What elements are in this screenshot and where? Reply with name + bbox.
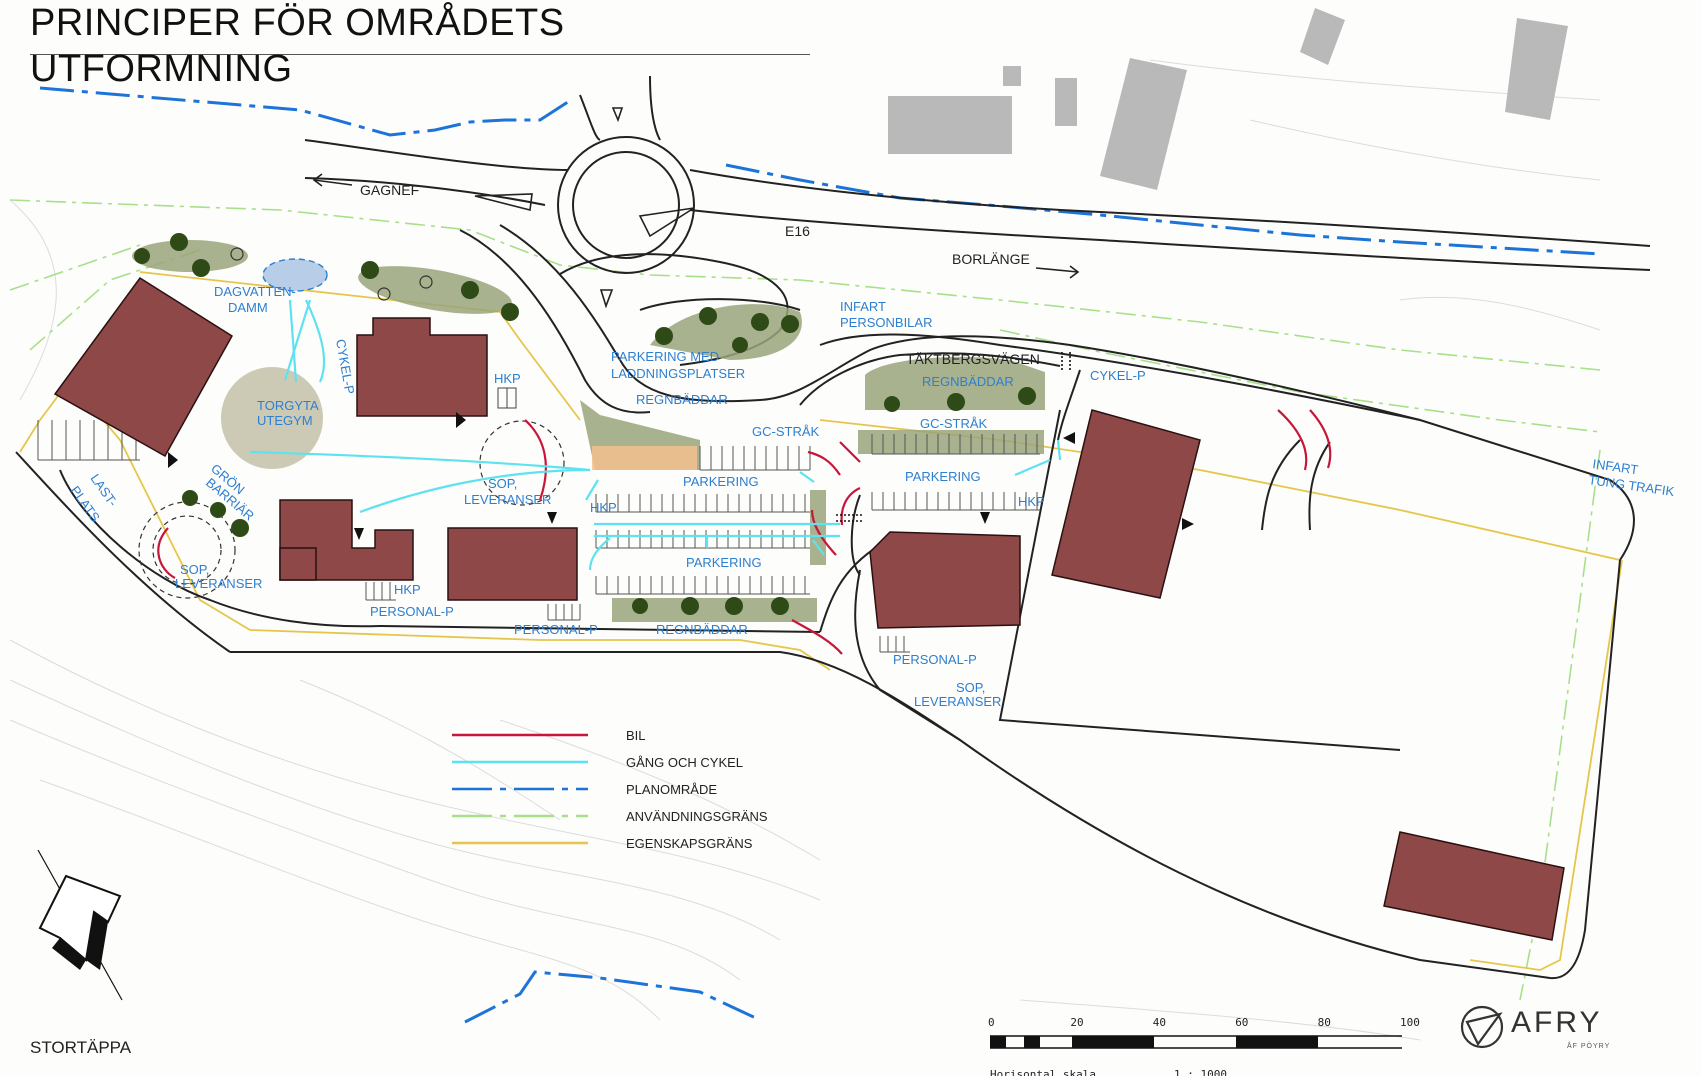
plan-area-lines — [39, 86, 1601, 1024]
label-cykel-p-east: CYKEL-P — [1090, 368, 1146, 383]
new-buildings — [53, 276, 1565, 941]
logo-subtext: ÅF PÖYRY — [1567, 1043, 1611, 1050]
label-gc-strak-c: GC-STRÅK — [752, 424, 820, 439]
afry-logo-icon — [1460, 1005, 1504, 1049]
label-sop-sw-2: LEVERANSER — [175, 576, 262, 591]
label-utegym: UTEGYM — [257, 413, 313, 428]
label-dagvattendamm-2: DAMM — [228, 300, 268, 315]
label-parkering-c1: PARKERING — [683, 474, 759, 489]
label-sop-east-1: SOP, — [956, 680, 985, 695]
legend-item: GÅNG OCH CYKEL — [452, 755, 743, 770]
scale-tick-label: 40 — [1153, 1016, 1166, 1029]
existing-buildings — [888, 8, 1568, 190]
traffic-islands — [474, 107, 695, 309]
label-hkp-c: HKP — [590, 500, 617, 515]
label-personal-p-sw: PERSONAL-P — [370, 604, 454, 619]
label-regnbaddar-e: REGNBÄDDAR — [922, 374, 1014, 389]
label-hkp-e: HKP — [1018, 494, 1045, 509]
north-arrow-icon — [37, 849, 123, 1001]
scale-tick-label: 60 — [1235, 1016, 1248, 1029]
label-infart-tung-1: INFART — [1592, 456, 1640, 477]
label-parkering-e: PARKERING — [905, 469, 981, 484]
scale-bar: Horisontal skala 1 : 1000 0 20 40 60 80 100 — [988, 1016, 1420, 1076]
entrance-markers — [168, 412, 1194, 540]
road-label-e16: E16 — [785, 223, 810, 239]
label-torgyta: TORGYTA — [257, 398, 319, 413]
label-hkp-sw: HKP — [394, 582, 421, 597]
legend: BIL GÅNG OCH CYKEL PLANOMRÅDE ANVÄNDNINGSGR… — [452, 728, 768, 851]
label-sop-sw-1: SOP, — [180, 562, 209, 577]
label-cykel-p-west: CYKEL-P — [333, 338, 357, 395]
label-parkering-c2: PARKERING — [686, 555, 762, 570]
road-network — [15, 75, 1651, 980]
legend-label: ANVÄNDNINGSGRÄNS — [626, 809, 768, 824]
label-hkp-north: HKP — [494, 371, 521, 386]
label-sop-east-2: LEVERANSER — [914, 694, 1001, 709]
label-dagvattendamm-1: DAGVATTEN- — [214, 284, 296, 299]
legend-item: BIL — [452, 728, 646, 743]
stormwater-pond — [262, 258, 328, 292]
footer-label: STORTÄPPA — [30, 1038, 132, 1057]
label-personal-p-e: PERSONAL-P — [893, 652, 977, 667]
terrain-contours — [9, 59, 1601, 1041]
scale-caption: Horisontal skala — [990, 1068, 1096, 1076]
scale-tick-label: 20 — [1070, 1016, 1083, 1029]
road-label-gagnef: GAGNEF — [360, 182, 419, 198]
road-label-borlange: BORLÄNGE — [952, 251, 1030, 267]
scale-tick-label: 80 — [1318, 1016, 1331, 1029]
legend-item: EGENSKAPSGRÄNS — [452, 836, 753, 851]
scale-tick-label: 100 — [1400, 1016, 1420, 1029]
label-parkering-ladd-1: PARKERING MED — [611, 349, 719, 364]
charging-parking-area — [592, 446, 697, 470]
road-label-taktbergsvagen: TÄKTBERGSVÄGEN — [906, 351, 1040, 367]
parking-rows — [37, 387, 1040, 653]
legend-item: ANVÄNDNINGSGRÄNS — [452, 809, 768, 824]
label-infart-pb-1: INFART — [840, 299, 886, 314]
label-infart-pb-2: PERSONBILAR — [840, 315, 932, 330]
legend-label: PLANOMRÅDE — [626, 782, 717, 797]
logo-wordmark: AFRY — [1511, 1006, 1603, 1039]
legend-label: BIL — [626, 728, 646, 743]
trees — [134, 233, 1036, 615]
legend-label: GÅNG OCH CYKEL — [626, 755, 743, 770]
plaza-utegym — [221, 367, 323, 469]
scale-ratio: 1 : 1000 — [1174, 1068, 1227, 1076]
label-sop-west-2: LEVERANSER — [464, 492, 551, 507]
walk-cycle-arrows — [249, 299, 1062, 571]
label-parkering-ladd-2: LADDNINGSPLATSER — [611, 366, 745, 381]
label-gc-strak-e: GC-STRÅK — [920, 416, 988, 431]
crosswalks — [836, 352, 1071, 522]
road-direction-arrows — [312, 173, 1080, 279]
legend-label: EGENSKAPSGRÄNS — [626, 836, 753, 851]
scale-tick-label: 0 — [988, 1016, 995, 1029]
legend-item: PLANOMRÅDE — [452, 782, 717, 797]
label-regnbaddar-s: REGNBÄDDAR — [656, 622, 748, 637]
page-title: PRINCIPER FÖR OMRÅDETS UTFORMNING — [30, 0, 810, 90]
tree-markers — [230, 247, 433, 301]
label-personal-p-s: PERSONAL-P — [514, 622, 598, 637]
label-regnbaddar-c: REGNBÄDDAR — [636, 392, 728, 407]
label-sop-west-1: SOP, — [488, 476, 517, 491]
